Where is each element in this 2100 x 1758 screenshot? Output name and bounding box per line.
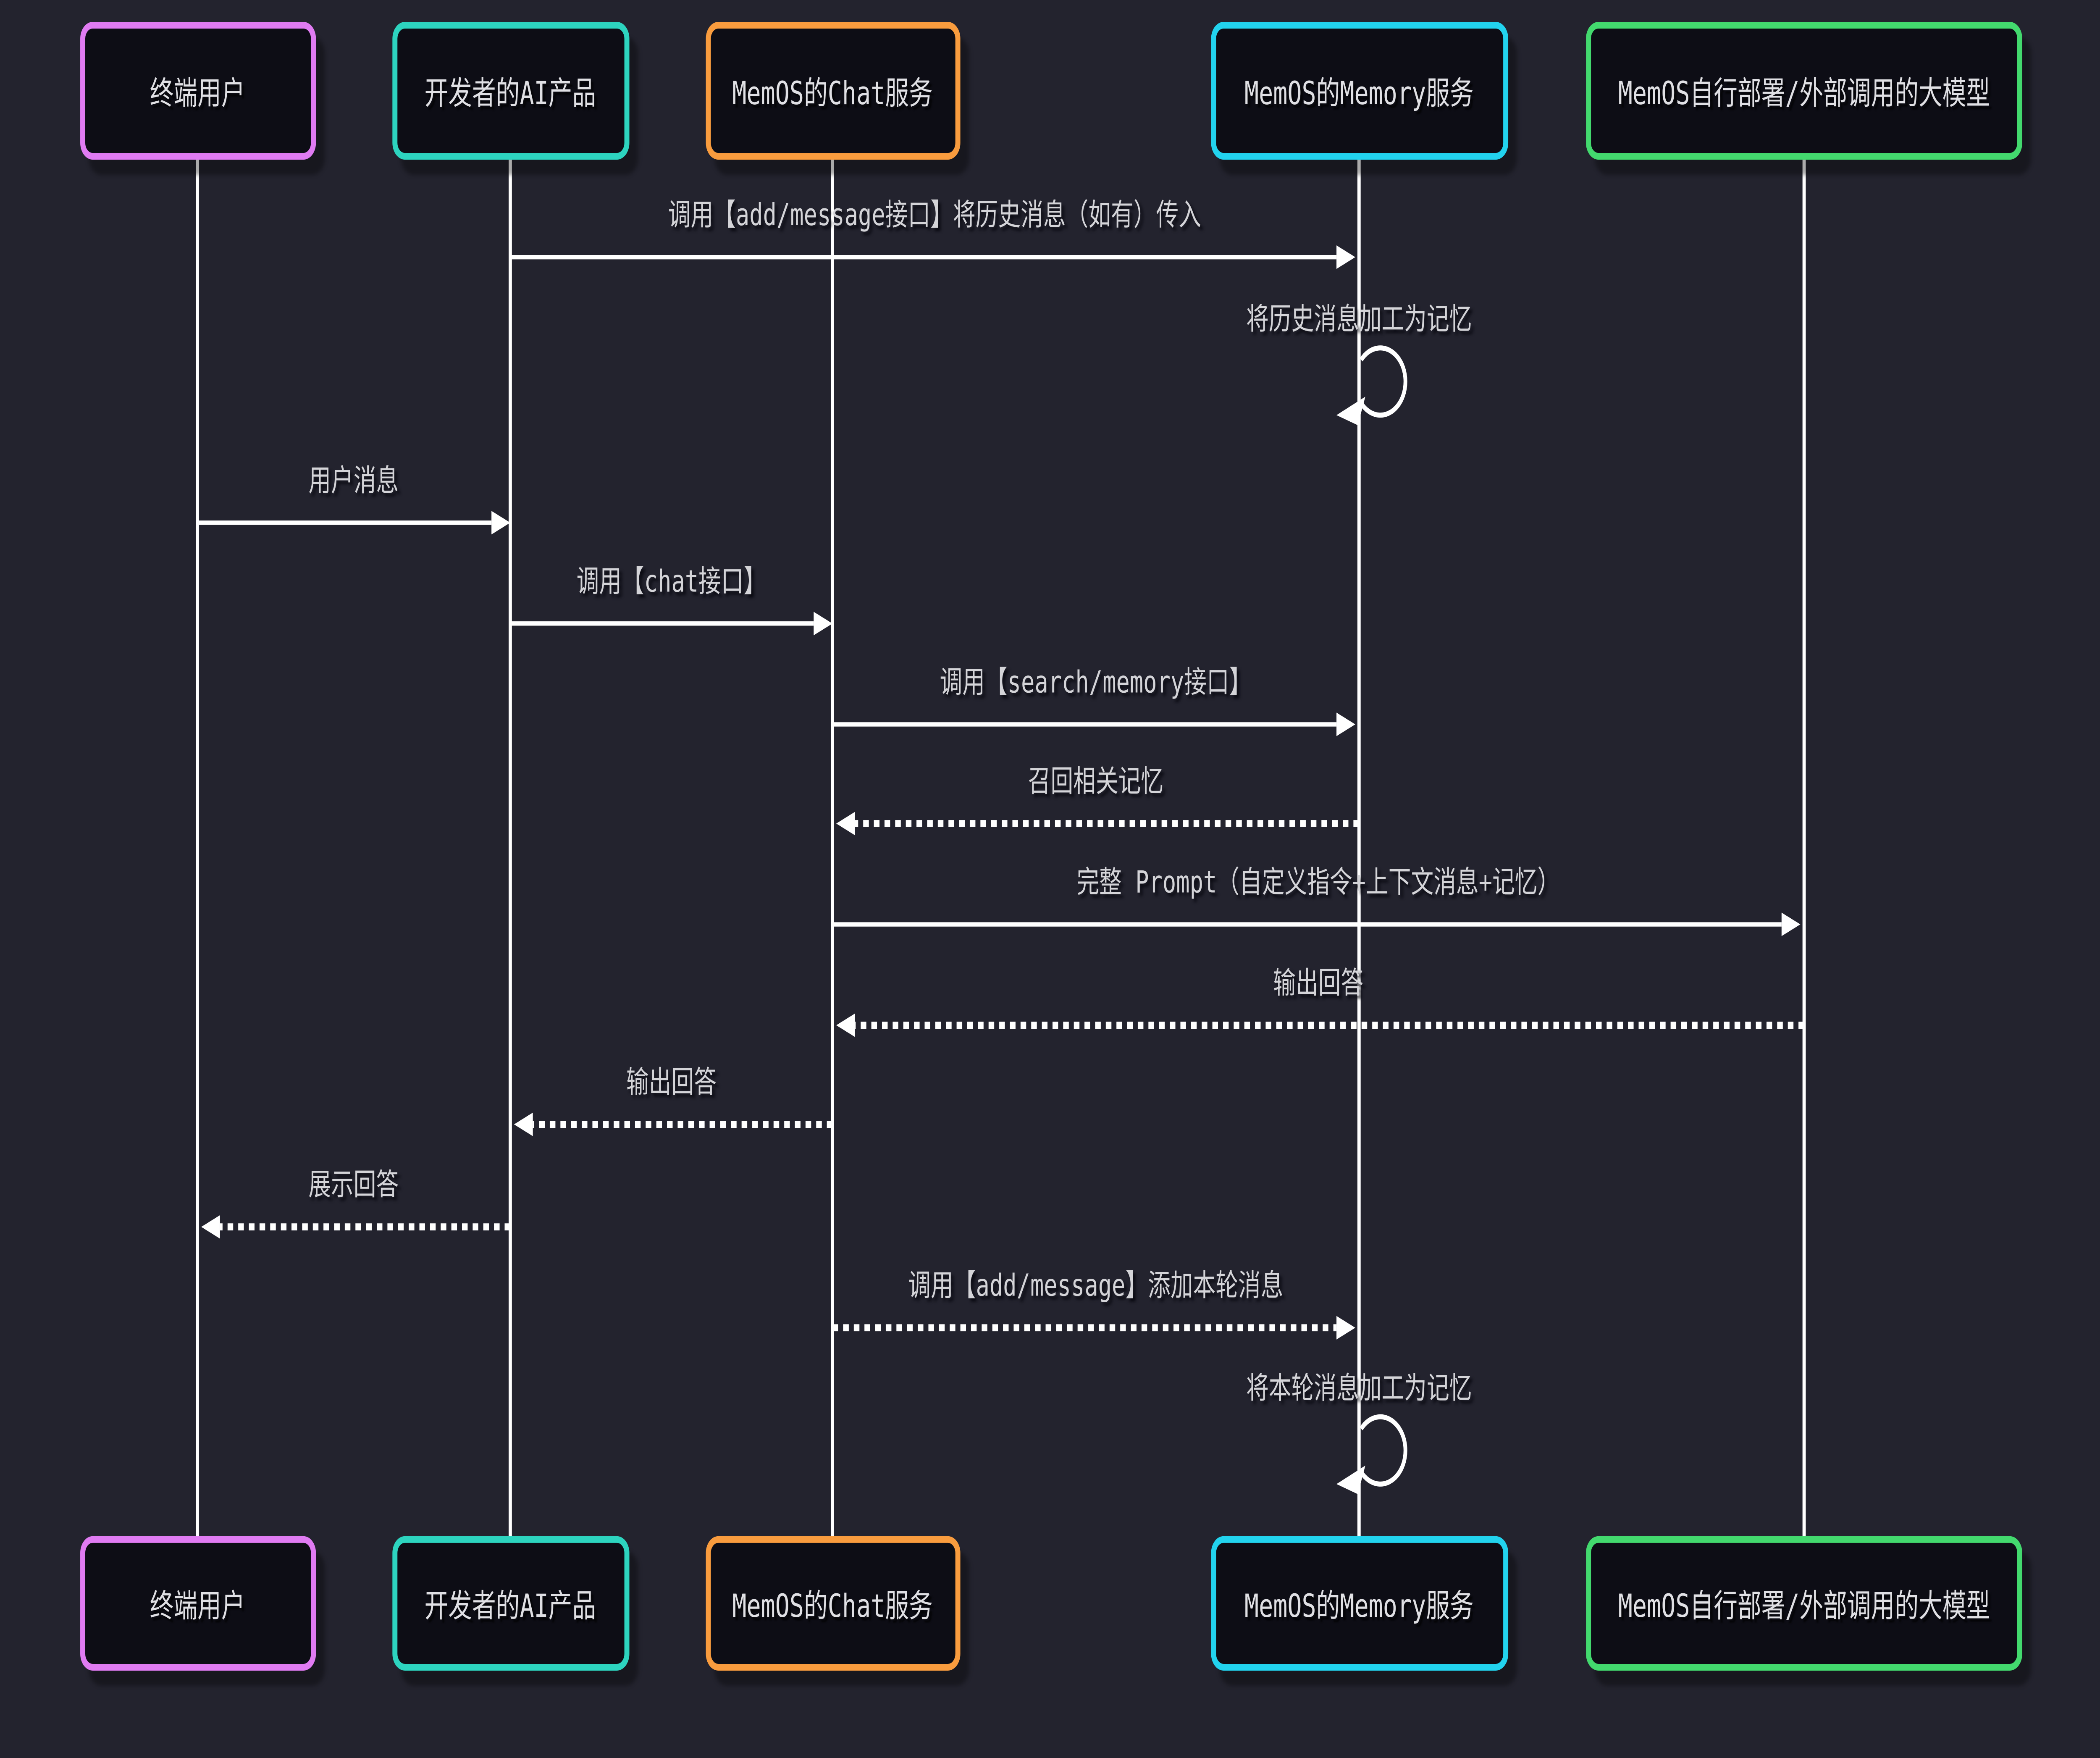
actor-label: 开发者的AI产品 [424,1587,596,1624]
self-loop-round-arc [1360,1414,1407,1487]
message-label-process-history: 将历史消息加工为记忆 [1246,302,1472,338]
actor-bottom-chat-service: MemOS的Chat服务 [705,1536,960,1671]
actor-top-llm: MemOS自行部署/外部调用的大模型 [1586,22,2022,160]
message-label-full-prompt: 完整 Prompt（自定义指令+上下文消息+记忆） [1076,865,1560,901]
actor-top-memory-service: MemOS的Memory服务 [1210,22,1508,160]
arrow-add-round-head [1336,1316,1355,1340]
arrow-search-memory-head [1336,712,1355,736]
self-loop-round-head [1336,1465,1365,1494]
message-label-process-round: 将本轮消息加工为记忆 [1246,1371,1472,1407]
actor-bottom-llm: MemOS自行部署/外部调用的大模型 [1586,1536,2022,1671]
message-label-add-round: 调用【add/message】添加本轮消息 [908,1269,1284,1304]
message-label-user-message: 用户消息 [308,464,399,499]
arrow-full-prompt-head [1781,912,1801,936]
arrow-chat-api-head [814,612,833,636]
actor-label: MemOS的Chat服务 [732,1587,933,1624]
actor-top-chat-service: MemOS的Chat服务 [705,22,960,160]
message-label-add-history: 调用【add/message接口】将历史消息（如有）传入 [668,198,1202,234]
arrow-add-history-head [1336,245,1355,269]
actor-top-end-user: 终端用户 [79,22,315,160]
arrow-user-message-head [491,511,510,535]
actor-top-ai-product: 开发者的AI产品 [391,22,629,160]
message-label-show-answer: 展示回答 [308,1168,399,1204]
actor-label: 终端用户 [150,75,245,112]
message-label-search-memory: 调用【search/memory接口】 [940,665,1252,701]
message-label-llm-answer: 输出回答 [1273,966,1364,1002]
actor-bottom-memory-service: MemOS的Memory服务 [1210,1536,1508,1671]
arrow-chat-answer-head [514,1112,533,1136]
actor-label: MemOS自行部署/外部调用的大模型 [1618,75,1990,112]
actor-bottom-ai-product: 开发者的AI产品 [391,1536,629,1671]
arrow-show-answer-head [201,1215,220,1239]
actor-label: MemOS的Memory服务 [1244,75,1474,112]
actor-label: MemOS的Memory服务 [1244,1587,1474,1624]
arrow-llm-answer-head [836,1013,855,1037]
actor-label: 开发者的AI产品 [424,75,596,112]
message-label-chat-answer: 输出回答 [626,1065,717,1101]
arrow-recall-memory-head [836,812,855,836]
actor-bottom-end-user: 终端用户 [79,1536,315,1671]
actor-label: 终端用户 [150,1587,245,1624]
actor-label: MemOS自行部署/外部调用的大模型 [1618,1587,1990,1624]
message-label-chat-api: 调用【chat接口】 [576,565,766,600]
actor-label: MemOS的Chat服务 [732,75,933,112]
message-label-recall-memory: 召回相关记忆 [1028,765,1164,800]
self-loop-history-head [1336,397,1365,426]
self-loop-history-arc [1360,345,1407,418]
